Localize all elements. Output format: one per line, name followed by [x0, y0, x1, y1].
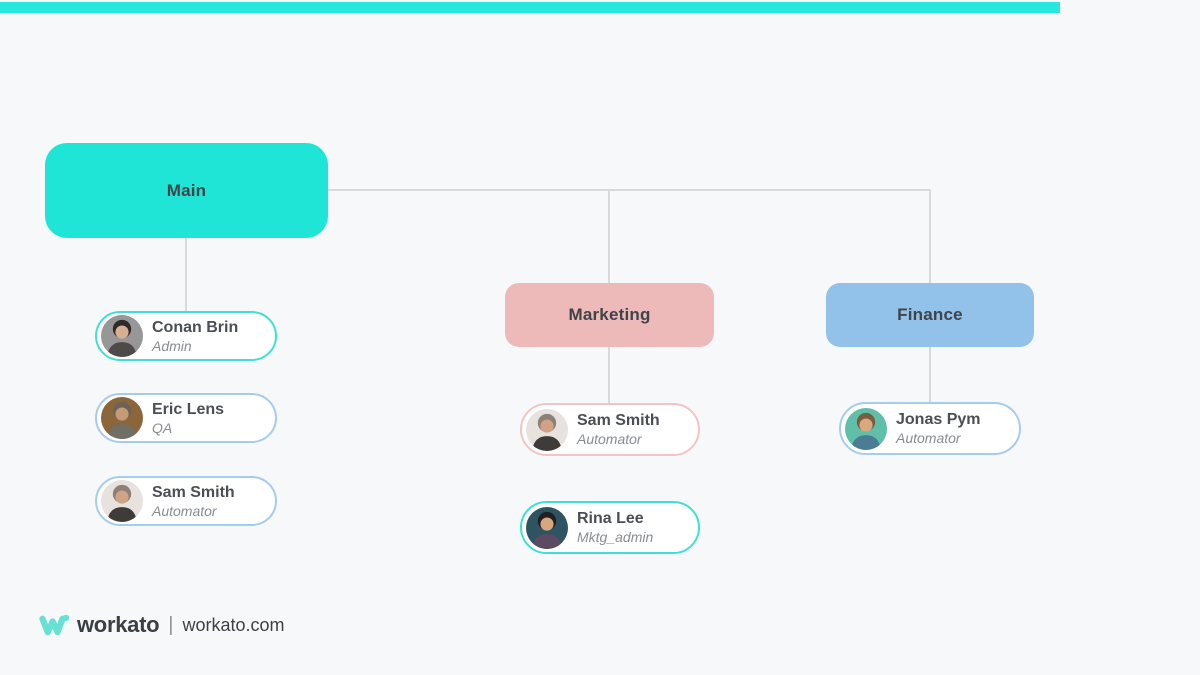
member-role: Automator — [152, 502, 217, 519]
connector-marketing-to-members — [608, 347, 610, 403]
member-card-rina-lee: Rina Lee Mktg_admin — [520, 501, 700, 554]
member-name: Conan Brin — [152, 318, 239, 336]
dept-label-marketing: Marketing — [568, 305, 651, 324]
member-card-sam-smith-main: Sam Smith Automator — [95, 476, 277, 526]
member-name: Jonas Pym — [896, 411, 981, 428]
accent-bar — [0, 2, 1060, 13]
brand-name: workato — [77, 612, 160, 637]
footer-brand-bar: workato | workato.com — [38, 612, 285, 638]
workato-logo-icon — [38, 612, 70, 638]
member-card-jonas-pym: Jonas Pym Automator — [839, 402, 1021, 455]
member-card-conan-brin: Conan Brin Admin — [95, 311, 277, 361]
connector-to-finance — [929, 189, 931, 285]
member-name: Sam Smith — [577, 412, 660, 429]
member-role: QA — [152, 419, 173, 436]
member-name: Eric Lens — [152, 400, 225, 418]
connector-finance-to-members — [929, 347, 931, 402]
avatar-sam-smith — [526, 408, 568, 451]
connector-main-horizontal — [328, 189, 931, 191]
avatar-sam-smith — [101, 480, 143, 522]
avatar-rina-lee — [526, 506, 568, 549]
member-role: Mktg_admin — [577, 529, 654, 546]
brand-site-url: workato.com — [182, 614, 285, 635]
avatar-jonas-pym — [845, 407, 887, 450]
dept-label-finance: Finance — [897, 305, 963, 324]
connector-main-to-members — [185, 238, 187, 311]
avatar-conan-brin — [101, 315, 143, 357]
member-name: Rina Lee — [577, 510, 644, 527]
dept-box-finance: Finance — [826, 283, 1034, 347]
avatar-eric-lens — [101, 397, 143, 439]
dept-box-marketing: Marketing — [505, 283, 714, 347]
member-role: Admin — [152, 337, 192, 354]
member-role: Automator — [896, 430, 961, 447]
connector-to-marketing — [608, 189, 610, 285]
dept-box-main: Main — [45, 143, 328, 238]
brand-separator: | — [168, 613, 174, 636]
member-card-eric-lens: Eric Lens QA — [95, 393, 277, 443]
dept-label-main: Main — [166, 180, 207, 200]
member-role: Automator — [577, 431, 642, 448]
member-name: Sam Smith — [152, 483, 235, 501]
member-card-sam-smith-marketing: Sam Smith Automator — [520, 403, 700, 456]
